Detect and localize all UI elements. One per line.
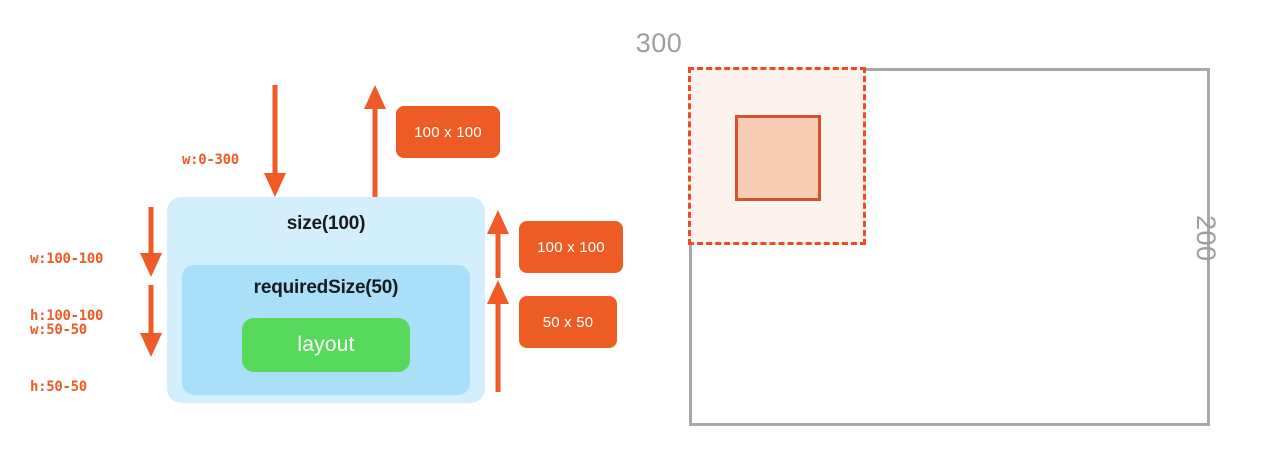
viewport-height-label: 200 [1191,215,1221,262]
badge-reported-size-top: 100 x 100 [396,106,500,158]
arrow-up-size-result [486,210,510,278]
incoming-constraint-width: w:0-300 [182,152,239,168]
badge-required-size-result: 50 x 50 [519,296,617,348]
arrow-up-reported-size [363,85,387,197]
child-constraint-2-label: w:50-50 h:50-50 [30,283,87,435]
child-constraint-2-width: w:50-50 [30,322,87,338]
child-constraint-2-height: h:50-50 [30,379,87,395]
size-box: size(100) requiredSize(50) layout [167,197,485,403]
required-size-box-title: requiredSize(50) [253,277,399,298]
child-constraint-1-label: w:100-100 h:100-100 [30,212,103,364]
arrow-down-incoming-constraint [263,85,287,197]
constraint-region-dashed [688,67,866,245]
size-box-title: size(100) [286,213,366,234]
badge-size-result: 100 x 100 [519,221,623,273]
arrow-down-child-constraint-1 [139,207,163,277]
arrow-up-required-size-result [486,280,510,392]
child-constraint-1-width: w:100-100 [30,251,104,267]
layout-button[interactable]: layout [242,318,410,372]
viewport-width-value: 300 [635,28,683,58]
laid-out-element-rectangle [735,115,821,201]
child-constraint-1-height: h:100-100 [30,308,104,324]
arrow-down-child-constraint-2 [139,285,163,357]
viewport-width-label: 300 [0,28,1280,59]
required-size-box: requiredSize(50) layout [182,265,470,395]
